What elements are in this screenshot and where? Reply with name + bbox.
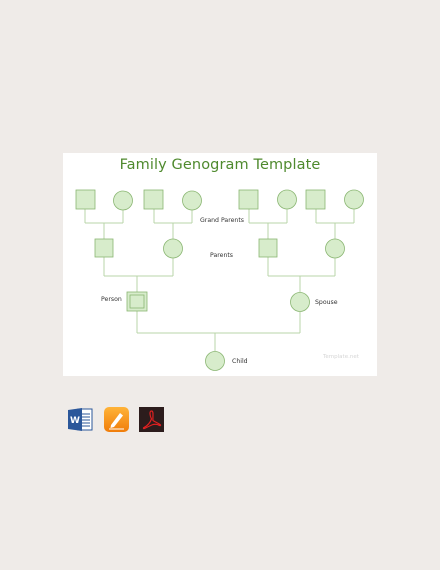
male-square-father-in-law (258, 238, 278, 258)
spouse-circle (290, 292, 310, 312)
female-circle-mother-in-law (325, 238, 345, 259)
pdf-icon-graphic (139, 407, 164, 432)
male-square-grandfather-1 (75, 189, 96, 210)
child-circle (205, 351, 225, 371)
label-person: Person (101, 296, 122, 303)
female-circle-grandmother-1 (113, 190, 133, 211)
word-icon-graphic: W (68, 408, 93, 431)
genogram-template-card[interactable]: Family Genogram Template (63, 153, 377, 376)
female-circle-mother (163, 238, 183, 259)
pdf-icon[interactable] (138, 406, 165, 433)
page-title: Family Genogram Template (119, 157, 321, 173)
female-circle-grandmother-3 (277, 189, 297, 210)
word-icon[interactable]: W (67, 406, 94, 433)
male-square-grandfather-4 (305, 189, 326, 210)
genogram-diagram (75, 189, 364, 371)
female-circle-grandmother-2 (182, 190, 202, 211)
watermark-text: Template.net (323, 354, 359, 360)
label-parents: Parents (210, 252, 234, 259)
person-square-inner (129, 294, 145, 309)
male-square-grandfather-2 (143, 189, 164, 210)
label-spouse: Spouse (315, 299, 338, 306)
pages-icon-graphic (104, 407, 129, 432)
male-square-grandfather-3 (238, 189, 259, 210)
male-square-father (94, 238, 114, 258)
pages-icon[interactable] (103, 406, 130, 433)
female-circle-grandmother-4 (344, 189, 364, 210)
word-icon-letter: W (70, 416, 80, 426)
label-grand-parents: Grand Parents (200, 217, 244, 224)
label-child: Child (232, 358, 248, 365)
